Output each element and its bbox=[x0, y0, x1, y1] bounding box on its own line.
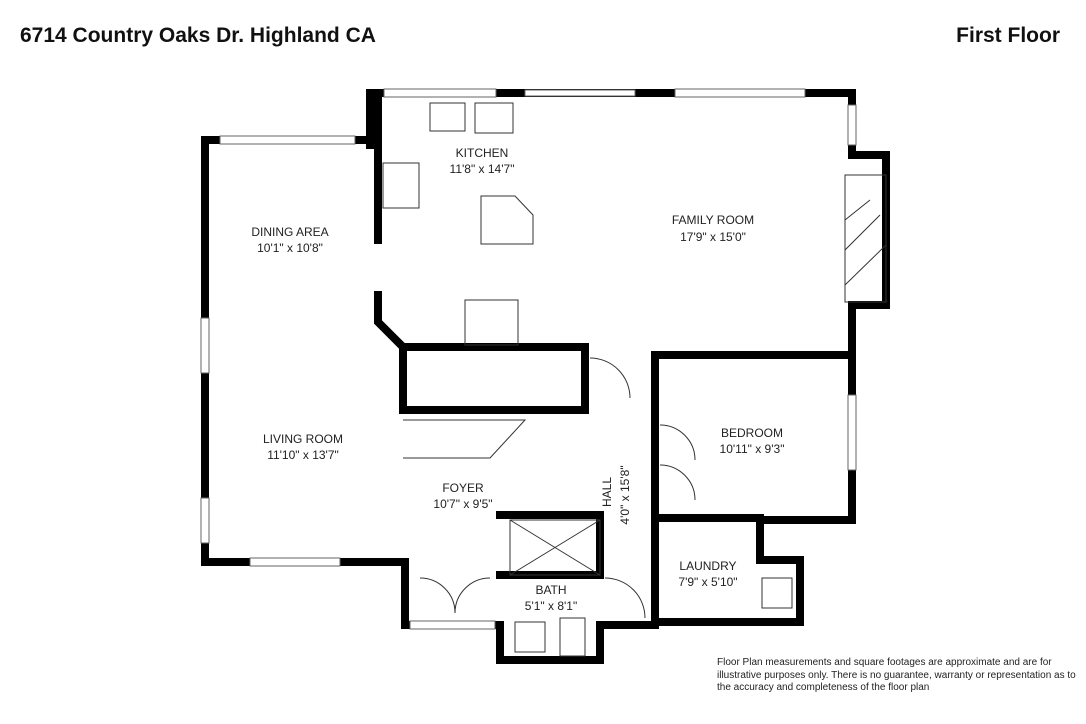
room-dining-name: DINING AREA bbox=[251, 225, 328, 239]
room-kitchen-name: KITCHEN bbox=[456, 146, 509, 160]
fixtures bbox=[382, 102, 887, 657]
room-foyer-name: FOYER bbox=[442, 481, 484, 495]
room-bath-size: 5'1" x 8'1" bbox=[525, 599, 577, 613]
room-labels: KITCHEN 11'8" x 14'7" FAMILY ROOM 17'9" … bbox=[251, 146, 784, 613]
room-foyer-size: 10'7" x 9'5" bbox=[433, 497, 492, 511]
room-family-size: 17'9" x 15'0" bbox=[680, 230, 746, 244]
floor-title: First Floor bbox=[956, 24, 1060, 47]
room-family-name: FAMILY ROOM bbox=[672, 213, 754, 227]
room-kitchen-size: 11'8" x 14'7" bbox=[450, 162, 515, 176]
room-living-name: LIVING ROOM bbox=[263, 432, 343, 446]
room-laundry-name: LAUNDRY bbox=[679, 559, 736, 573]
room-hall-name: HALL bbox=[600, 477, 614, 507]
disclaimer: Floor Plan measurements and square foota… bbox=[717, 657, 1076, 693]
room-laundry-size: 7'9" x 5'10" bbox=[678, 575, 737, 589]
room-bath-name: BATH bbox=[535, 583, 566, 597]
room-dining-size: 10'1" x 10'8" bbox=[257, 241, 323, 255]
windows bbox=[200, 88, 857, 630]
address-title: 6714 Country Oaks Dr. Highland CA bbox=[20, 24, 376, 47]
room-bedroom-size: 10'11" x 9'3" bbox=[720, 442, 785, 456]
room-bedroom-name: BEDROOM bbox=[721, 426, 783, 440]
room-hall-size: 4'0" x 15'8" bbox=[618, 465, 632, 524]
room-living-size: 11'10" x 13'7" bbox=[267, 448, 339, 462]
